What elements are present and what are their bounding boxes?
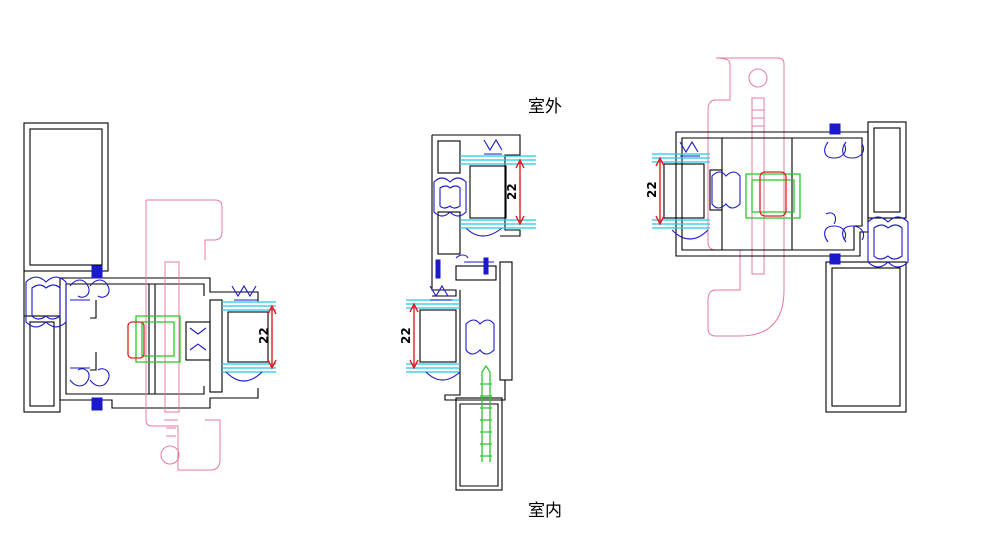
left-gaskets <box>69 265 258 411</box>
outside-label: 室外 <box>528 97 562 117</box>
left-glass-unit <box>222 301 276 382</box>
right-fixed-frame <box>825 121 907 413</box>
center-upper-dimension: 22 <box>505 158 525 226</box>
left-interlock <box>25 276 67 328</box>
center-lower-glass <box>406 284 495 381</box>
right-main-profile <box>675 131 869 257</box>
left-main-profile <box>59 277 259 409</box>
right-interlock <box>867 216 909 268</box>
center-upper-gaskets <box>433 138 503 279</box>
center-screw <box>480 364 492 462</box>
left-lock-core <box>127 315 181 363</box>
left-section: 22 <box>23 122 277 471</box>
left-dimension-label: 22 <box>257 327 271 344</box>
center-lower-dimension: 22 <box>399 302 419 370</box>
center-upper-dimension-label: 22 <box>505 183 519 200</box>
right-section: 22 <box>645 57 909 413</box>
left-dimension: 22 <box>257 304 277 370</box>
center-section: 22 22 <box>399 134 536 491</box>
center-lower-dimension-label: 22 <box>399 327 413 344</box>
right-gaskets <box>679 123 865 265</box>
right-dimension: 22 <box>645 156 665 226</box>
right-dimension-label: 22 <box>645 181 659 198</box>
inside-label: 室内 <box>528 501 562 521</box>
center-upper-glass <box>460 155 536 229</box>
right-lock-core <box>745 171 801 219</box>
left-handle-outline <box>145 199 223 471</box>
